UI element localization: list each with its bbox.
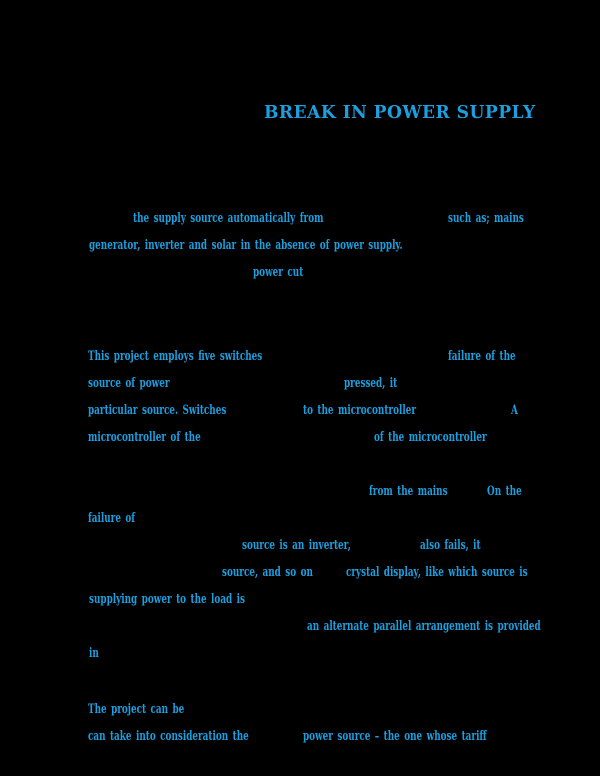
text-fragment: This project employs five switches xyxy=(88,349,263,364)
text-fragment: power cut xyxy=(253,265,304,280)
text-fragment: in xyxy=(89,646,99,661)
text-fragment: an alternate parallel arrangement is pro… xyxy=(307,619,541,634)
text-fragment: generator, inverter and solar in the abs… xyxy=(89,238,403,253)
text-fragment: The project can be xyxy=(88,702,185,717)
text-fragment: crystal display, like which source is xyxy=(346,565,528,580)
text-fragment: failure of xyxy=(88,511,136,526)
text-fragment: power source – the one whose tariff xyxy=(303,729,487,744)
text-fragment: such as; mains xyxy=(448,211,524,226)
text-fragment: of the microcontroller xyxy=(374,430,487,445)
text-fragment: source of power xyxy=(88,376,170,391)
text-fragment: particular source. Switches xyxy=(88,403,227,418)
text-fragment: source is an inverter, xyxy=(242,538,351,553)
text-fragment: On the xyxy=(487,484,522,499)
text-fragment: can take into consideration the xyxy=(88,729,249,744)
text-fragment: from the mains xyxy=(369,484,448,499)
text-fragment: failure of the xyxy=(448,349,516,364)
text-fragment: to the microcontroller xyxy=(303,403,416,418)
document-title: BREAK IN POWER SUPPLY xyxy=(264,102,536,123)
text-fragment: supplying power to the load is xyxy=(89,592,246,607)
text-fragment: pressed, it xyxy=(344,376,398,391)
text-fragment: A xyxy=(511,403,518,418)
text-fragment: also fails, it xyxy=(420,538,481,553)
text-fragment: microcontroller of the xyxy=(88,430,201,445)
text-fragment: the supply source automatically from xyxy=(133,211,324,226)
text-fragment: source, and so on xyxy=(222,565,313,580)
